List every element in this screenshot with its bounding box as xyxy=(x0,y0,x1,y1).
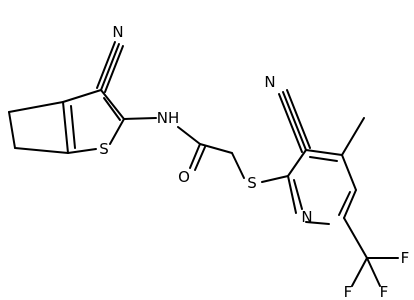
thiophene-sulfur-label: S xyxy=(99,140,109,158)
thioether-sulfur-label: S xyxy=(247,174,257,192)
fluorine-label-1: F xyxy=(401,249,410,267)
carbonyl-oxygen-label: O xyxy=(178,168,190,186)
fluorine-label-3: F xyxy=(344,283,353,300)
fluorine-label-2: F xyxy=(380,283,389,300)
nitrile-nitrogen-label-2: N xyxy=(264,73,275,91)
bond-lines xyxy=(8,41,399,287)
amide-nh-label: NH xyxy=(157,109,180,127)
nitrile-nitrogen-label-1: N xyxy=(112,23,123,41)
pyridine-nitrogen-label: N xyxy=(301,208,312,226)
